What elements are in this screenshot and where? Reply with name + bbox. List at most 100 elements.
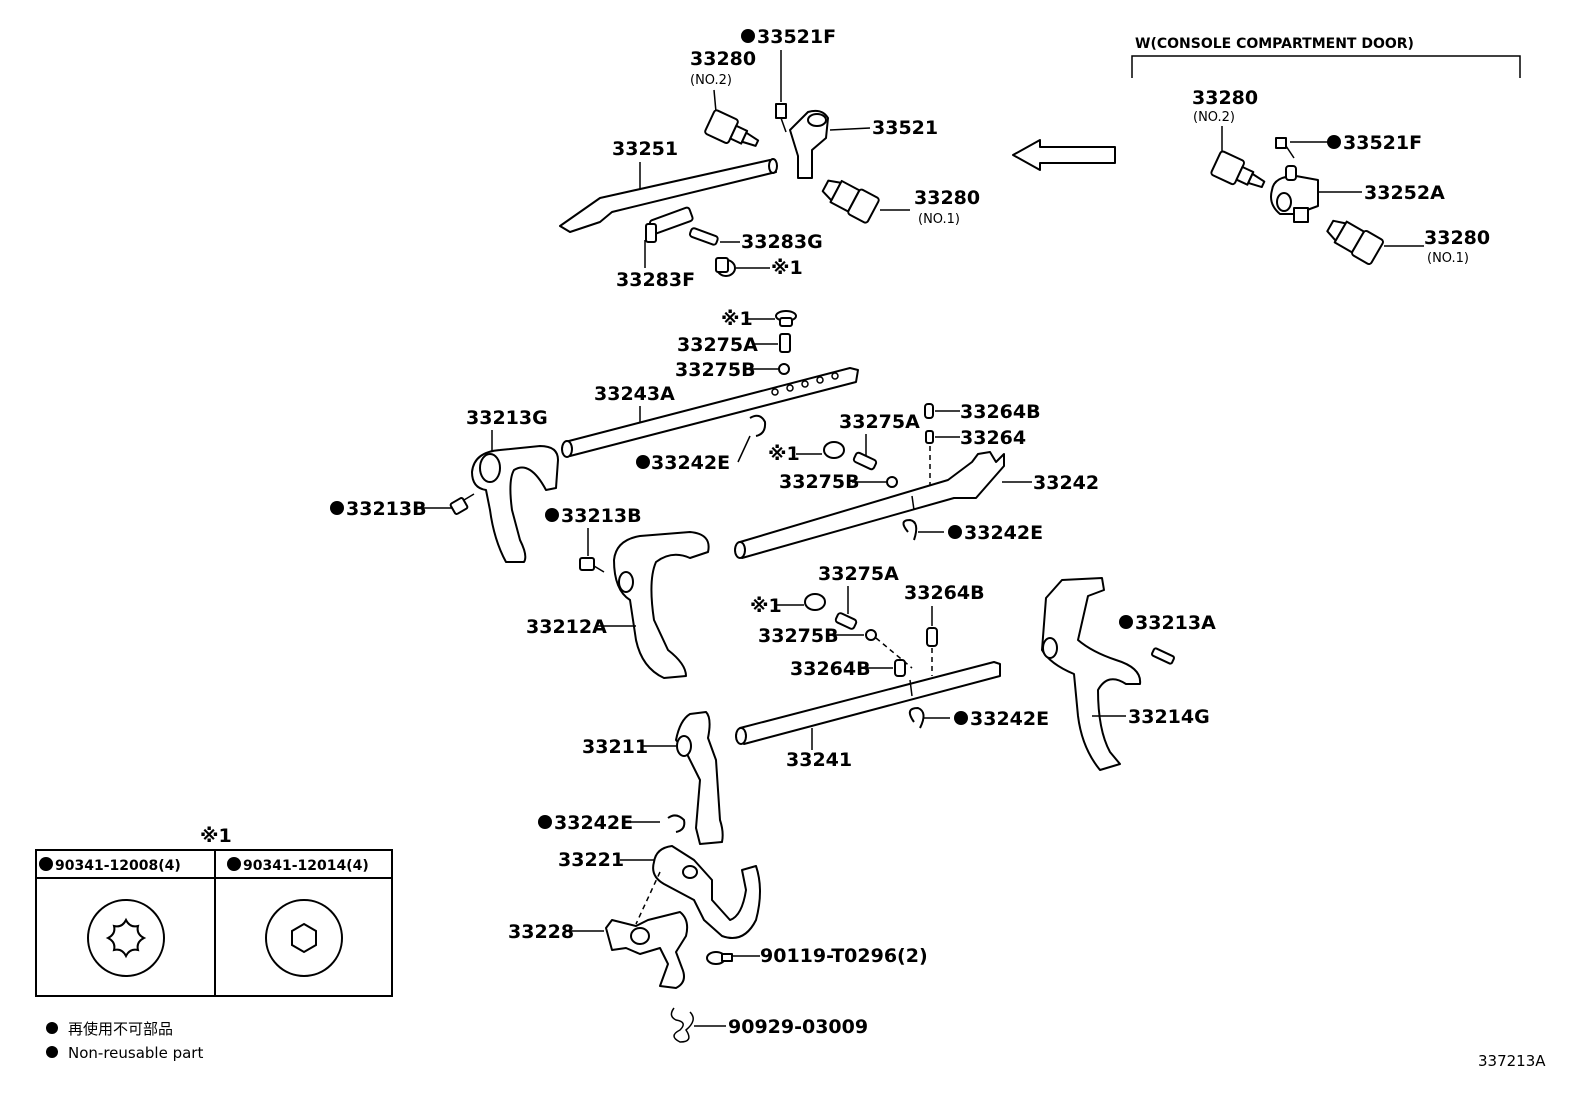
label-33264B-2: 33264B [904, 582, 985, 604]
spring-90929 [670, 1007, 694, 1043]
sensor-v33280-no1 [1326, 219, 1384, 266]
shift-fork-33214G-group: 33213A 33214G [1041, 577, 1216, 771]
non-reusable-dot [46, 1046, 58, 1058]
label-v33280-no2-sub: (NO.2) [1193, 110, 1235, 125]
label-33214G: 33214G [1128, 706, 1210, 728]
label-33280-no1-sub: (NO.1) [918, 212, 960, 227]
snap-ring-33242E-3 [908, 707, 925, 729]
label-33242: 33242 [1033, 472, 1099, 494]
plug-hex-icon [265, 899, 343, 977]
non-reusable-dot [545, 508, 559, 522]
pin-33264B-1 [924, 403, 934, 419]
non-reusable-dot [39, 857, 53, 871]
label-ref1-c: ※1 [768, 443, 800, 465]
variant-box-title: W(CONSOLE COMPARTMENT DOOR) [1135, 36, 1414, 52]
label-33275A-2: 33275A [839, 411, 920, 433]
non-reusable-dot [538, 815, 552, 829]
non-reusable-dot [330, 501, 344, 515]
spring-33275A-1 [779, 333, 791, 353]
non-reusable-dot [46, 1022, 58, 1034]
bolt-v33521F [1275, 137, 1295, 159]
bolt-90119 [706, 951, 733, 965]
legend-jp: 再使用不可部品 [68, 1020, 173, 1038]
label-33280-no2-sub: (NO.2) [690, 73, 732, 88]
legend: 再使用不可部品 Non-reusable part [46, 1020, 203, 1062]
plug-ref1-c [823, 441, 845, 459]
label-33283F: 33283F [616, 269, 695, 291]
label-33264B-3: 33264B [790, 658, 871, 680]
label-33228: 33228 [508, 921, 574, 943]
spring-33275A-3 [834, 612, 858, 630]
ref-table-marker: ※1 [200, 825, 232, 847]
label-v33521F: 33521F [1343, 132, 1422, 154]
plug-ref1-d [804, 593, 826, 611]
pin-33283F [645, 206, 694, 243]
label-33521: 33521 [872, 117, 938, 139]
label-33213G: 33213G [466, 407, 548, 429]
ball-33275B-1 [778, 363, 790, 375]
non-reusable-dot [1327, 135, 1341, 149]
label-v33280-no1-sub: (NO.1) [1427, 251, 1469, 266]
non-reusable-dot [1119, 615, 1133, 629]
reference-table: ※1 90341-12008(4) 90341-12014(4) [35, 825, 393, 997]
label-33280-no2: 33280 [690, 48, 756, 70]
plug-ref1-b [775, 310, 797, 327]
shift-shaft-33242 [739, 451, 1005, 559]
plug-ref1-a [715, 257, 736, 277]
label-33242E-3: 33242E [970, 708, 1049, 730]
lower-lever-assembly: 33211 33242E 33221 33228 90119-T0296(2) … [508, 711, 928, 1043]
label-33213A: 33213A [1135, 612, 1216, 634]
pin-33264 [925, 430, 934, 444]
sensor-v33280-no2 [1210, 150, 1266, 189]
spring-33283G [688, 227, 719, 246]
label-33280-no1: 33280 [914, 187, 980, 209]
variant-console-door: W(CONSOLE COMPARTMENT DOOR) 33280 (NO.2)… [1131, 36, 1521, 266]
ball-33275B-3 [865, 629, 877, 641]
non-reusable-dot [227, 857, 241, 871]
label-90119: 90119-T0296(2) [760, 945, 928, 967]
pin-33213A [1150, 647, 1176, 665]
label-ref1-b: ※1 [721, 308, 753, 330]
label-33275A-3: 33275A [818, 563, 899, 585]
label-33283G: 33283G [741, 231, 823, 253]
label-33243A: 33243A [594, 383, 675, 405]
label-33264B-1: 33264B [960, 401, 1041, 423]
pin-33264B-3 [894, 659, 906, 677]
plug-torx-icon [87, 899, 165, 977]
shaft-33242-group: 33264B 33264 33275A ※1 33275B 33242 3324… [734, 401, 1099, 559]
label-33213B-2: 33213B [561, 505, 642, 527]
label-33212A: 33212A [526, 616, 607, 638]
snap-ring-33242E-4 [667, 814, 686, 833]
shift-shaft-33243A [564, 367, 859, 457]
spring-33275A-2 [852, 451, 878, 471]
shift-fork-33213G: 33213G [466, 407, 559, 563]
label-33241: 33241 [786, 749, 852, 771]
legend-en: Non-reusable part [68, 1044, 203, 1062]
selector-lever-33521 [789, 109, 829, 179]
direction-arrow [1012, 139, 1116, 171]
label-33242E-1: 33242E [651, 452, 730, 474]
bolt-33213B-2 [579, 557, 605, 573]
non-reusable-dot [948, 525, 962, 539]
label-90929: 90929-03009 [728, 1016, 868, 1038]
shaft-33241-group: 33275A 33264B ※1 33275B 33264B 33241 332… [735, 563, 1049, 771]
ref-col2-partno: 90341-12014(4) [243, 858, 369, 874]
label-ref1-a: ※1 [771, 257, 803, 279]
label-v33280-no2: 33280 [1192, 87, 1258, 109]
label-33275A-1: 33275A [677, 334, 758, 356]
label-33521F-top: 33521F [757, 26, 836, 48]
label-33275B-1: 33275B [675, 359, 756, 381]
sensor-33280-no2 [704, 109, 760, 147]
label-33213B-1: 33213B [346, 498, 427, 520]
pin-33264B-2 [926, 627, 938, 647]
label-33242E-2: 33242E [964, 522, 1043, 544]
bolt-33521F [775, 103, 787, 119]
shaft-33243A-group: ※1 33275A 33275B 33243A 33242E [561, 308, 859, 474]
non-reusable-dot [954, 711, 968, 725]
label-33242E-4: 33242E [554, 812, 633, 834]
ref-col1-partno: 90341-12008(4) [55, 858, 181, 874]
lever-v33252A [1270, 165, 1319, 223]
label-v33280-no1: 33280 [1424, 227, 1490, 249]
label-v33252A: 33252A [1364, 182, 1445, 204]
